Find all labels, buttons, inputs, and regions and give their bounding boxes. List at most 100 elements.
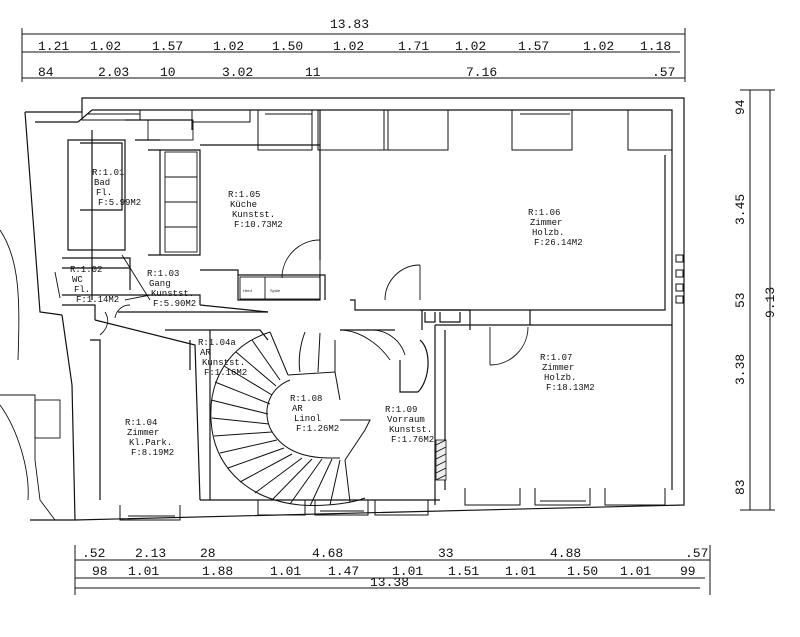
room-label-r104: R:1.04 (125, 418, 157, 428)
right-dimension-chain (740, 89, 775, 511)
room-label-r102: WC (72, 275, 83, 285)
top-dim-label: 1.57 (518, 39, 549, 54)
room-label-r107: F:18.13M2 (546, 383, 595, 393)
bottom-dim-label: 1.01 (620, 564, 651, 579)
top-dim-label: 1.21 (38, 39, 69, 54)
top-dim-label: 7.16 (466, 65, 497, 80)
room-label-r103: Gang (149, 279, 171, 289)
top-dim-label: 2.03 (98, 65, 129, 80)
bottom-dim-label: 28 (200, 546, 216, 561)
fixture-label-spuele: Spüle (270, 288, 281, 293)
door-swings (54, 239, 529, 366)
bottom-dim-label: 1.01 (270, 564, 301, 579)
spiral-staircase (210, 331, 371, 507)
site-boundary (0, 229, 61, 521)
bottom-dim-label: 99 (680, 564, 696, 579)
room-label-r109: R:1.09 (385, 405, 417, 415)
room-label-r104a: AR (200, 348, 211, 358)
top-window-niches (81, 110, 672, 151)
room-label-r102: R:1.02 (70, 265, 102, 275)
room-label-r104a: F:1.16M2 (204, 368, 247, 378)
right-dimension-labels: 94 3.45 53 3.38 83 9.13 (733, 99, 778, 495)
top-dim-label: 11 (305, 65, 321, 80)
room-label-r101: Fl. (96, 188, 112, 198)
top-dim-label: 1.50 (272, 39, 303, 54)
top-total-dimension: 13.83 (330, 17, 369, 32)
room-label-r106: F:26.14M2 (534, 238, 583, 248)
room-label-r107: Holzb. (544, 373, 576, 383)
right-dim-label: 94 (733, 99, 748, 115)
top-dim-label: 1.02 (213, 39, 244, 54)
right-dim-label: 3.38 (733, 354, 748, 385)
room-label-r103: R:1.03 (147, 269, 179, 279)
top-dim-label: 1.02 (90, 39, 121, 54)
bottom-dimension-chain (74, 545, 711, 595)
room-label-r101: Bad (94, 178, 110, 188)
fixture-label-herd: Herd (243, 288, 252, 293)
room-label-r103: Kunstst. (151, 289, 194, 299)
top-dim-label: 1.02 (333, 39, 364, 54)
bottom-dimension-row-1: .52 2.13 28 4.68 33 4.88 .57 (82, 546, 708, 561)
room-label-r103: F:5.90M2 (153, 299, 196, 309)
room-label-r109: F:1.76M2 (391, 435, 434, 445)
top-dimension-chain (21, 28, 686, 82)
outer-walls (24, 97, 685, 521)
top-dim-label: .57 (652, 65, 675, 80)
top-dim-label: 1.18 (640, 39, 671, 54)
interior-walls (62, 110, 672, 505)
room-label-r104a: Kunstst. (202, 358, 245, 368)
vent-squares (675, 254, 684, 304)
bottom-dim-label: 33 (438, 546, 454, 561)
room-label-r104: F:8.19M2 (131, 448, 174, 458)
room-label-r101: R:1.01 (92, 168, 124, 178)
right-dim-label: 3.45 (733, 194, 748, 225)
right-dim-label: 83 (733, 479, 748, 495)
room-label-r108: F:1.26M2 (296, 424, 339, 434)
room-label-r105: Küche (230, 200, 257, 210)
room-label-r107: R:1.07 (540, 353, 572, 363)
top-dim-label: 1.71 (398, 39, 429, 54)
room-label-r101: F:5.99M2 (98, 198, 141, 208)
bottom-window-niches (119, 488, 666, 521)
room-labels: R:1.01BadFl.F:5.99M2R:1.02WCFl.F:1.14M2R… (70, 168, 595, 458)
room-label-r104a: R:1.04a (198, 338, 236, 348)
right-dim-label: 53 (733, 292, 748, 308)
room-label-r108: AR (292, 404, 303, 414)
room-label-r107: Zimmer (542, 363, 574, 373)
bottom-dim-label: 2.13 (135, 546, 166, 561)
bottom-dim-label: 1.88 (202, 564, 233, 579)
bottom-dim-label: .52 (82, 546, 105, 561)
room-label-r102: Fl. (74, 285, 90, 295)
room-label-r109: Vorraum (387, 415, 425, 425)
bottom-dim-label: 4.68 (312, 546, 343, 561)
top-dim-label: 1.57 (152, 39, 183, 54)
room-label-r106: R:1.06 (528, 208, 560, 218)
room-label-r106: Zimmer (530, 218, 562, 228)
bottom-dim-label: 98 (92, 564, 108, 579)
bottom-dim-label: 1.01 (392, 564, 423, 579)
bottom-total-dimension: 13.38 (370, 575, 409, 590)
room-label-r108: Linol (294, 414, 321, 424)
bottom-dim-label: .57 (685, 546, 708, 561)
room-label-r105: R:1.05 (228, 190, 260, 200)
top-dim-label: 1.02 (583, 39, 614, 54)
top-dim-label: 84 (38, 65, 54, 80)
room-label-r106: Holzb. (532, 228, 564, 238)
bottom-dim-label: 1.51 (448, 564, 479, 579)
hatched-column (435, 439, 447, 481)
bottom-dim-label: 4.88 (550, 546, 581, 561)
room-label-r102: F:1.14M2 (76, 295, 119, 305)
room-label-r109: Kunstst. (389, 425, 432, 435)
room-label-r108: R:1.08 (290, 394, 322, 404)
room-label-r105: F:10.73M2 (234, 220, 283, 230)
right-total-dimension: 9.13 (763, 287, 778, 318)
bottom-dim-label: 1.01 (128, 564, 159, 579)
top-dim-label: 10 (160, 65, 176, 80)
bottom-dim-label: 1.47 (328, 564, 359, 579)
bottom-dim-label: 1.01 (505, 564, 536, 579)
room-label-r104: Kl.Park. (129, 438, 172, 448)
